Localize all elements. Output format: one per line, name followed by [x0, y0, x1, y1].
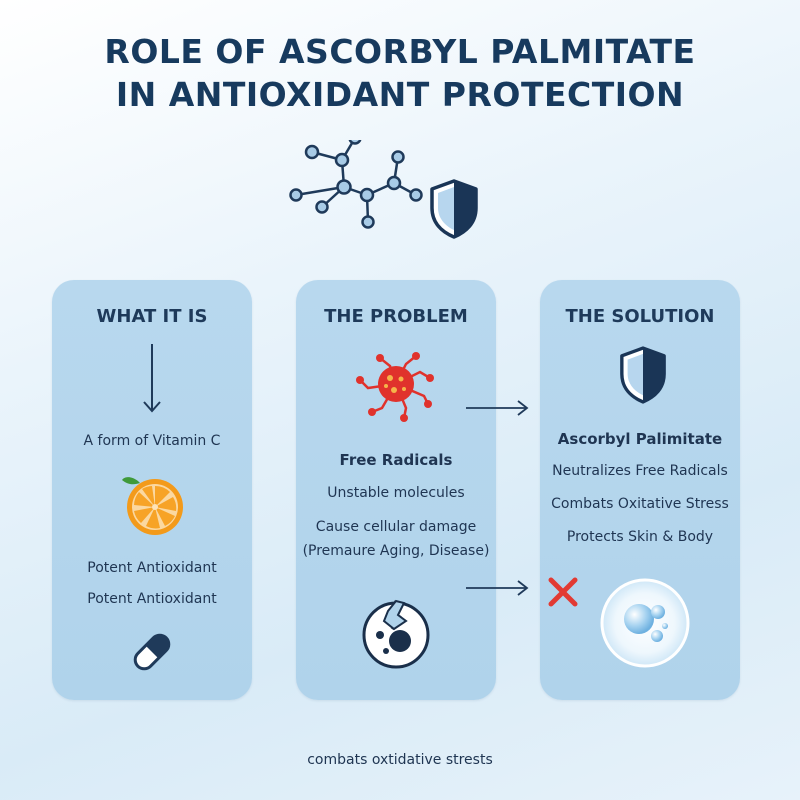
panel-heading: WHAT IT IS: [96, 306, 208, 327]
right-arrow-icon: [466, 400, 529, 416]
panel-text: Combats Oxitative Stress: [551, 496, 729, 512]
panel-text: Protects Skin & Body: [566, 529, 714, 545]
panel-text: Free Radicals: [339, 451, 453, 469]
panel-text: A form of Vitamin C: [83, 433, 221, 449]
orange-slice-icon: [122, 477, 183, 535]
panel-text: (Premaure Aging, Disease): [302, 543, 490, 559]
panel-text: Potent Antioxidant: [87, 591, 217, 607]
capsule-icon: [133, 633, 171, 671]
panel-text: Cause cellular damage: [315, 519, 477, 535]
right-arrow-icon: [466, 580, 529, 596]
red-x-icon: [548, 577, 578, 607]
down-arrow-icon: [143, 344, 161, 413]
panel-the-problem: THE PROBLEM Free Radicals Unstable molec…: [296, 280, 496, 700]
shield-icon: [620, 346, 666, 404]
panel-text: Unstable molecules: [327, 485, 465, 501]
panel-the-solution: THE SOLUTION Ascorbyl Palimitate Neutral…: [540, 280, 740, 700]
panel-heading: THE PROBLEM: [324, 306, 468, 327]
panel-text: Ascorbyl Palimitate: [557, 430, 723, 448]
cracked-cell-icon: [362, 599, 430, 669]
panel-text: Potent Antioxidant: [87, 560, 217, 576]
molecule-icon: [289, 140, 423, 229]
footer-caption: combats oxtidative strests: [307, 752, 493, 768]
title-line-2: IN ANTIOXIDANT PROTECTION: [115, 75, 685, 114]
healthy-cell-icon: [600, 578, 690, 668]
panel-what-it-is: WHAT IT IS A form of Vitamin C Potent An…: [52, 280, 252, 700]
panel-heading: THE SOLUTION: [565, 306, 715, 327]
shield-icon: [430, 179, 478, 239]
virus-icon: [356, 352, 434, 422]
panel-text: Neutralizes Free Radicals: [552, 463, 728, 479]
title-line-1: ROLE OF ASCORBYL PALMITATE: [104, 32, 696, 71]
